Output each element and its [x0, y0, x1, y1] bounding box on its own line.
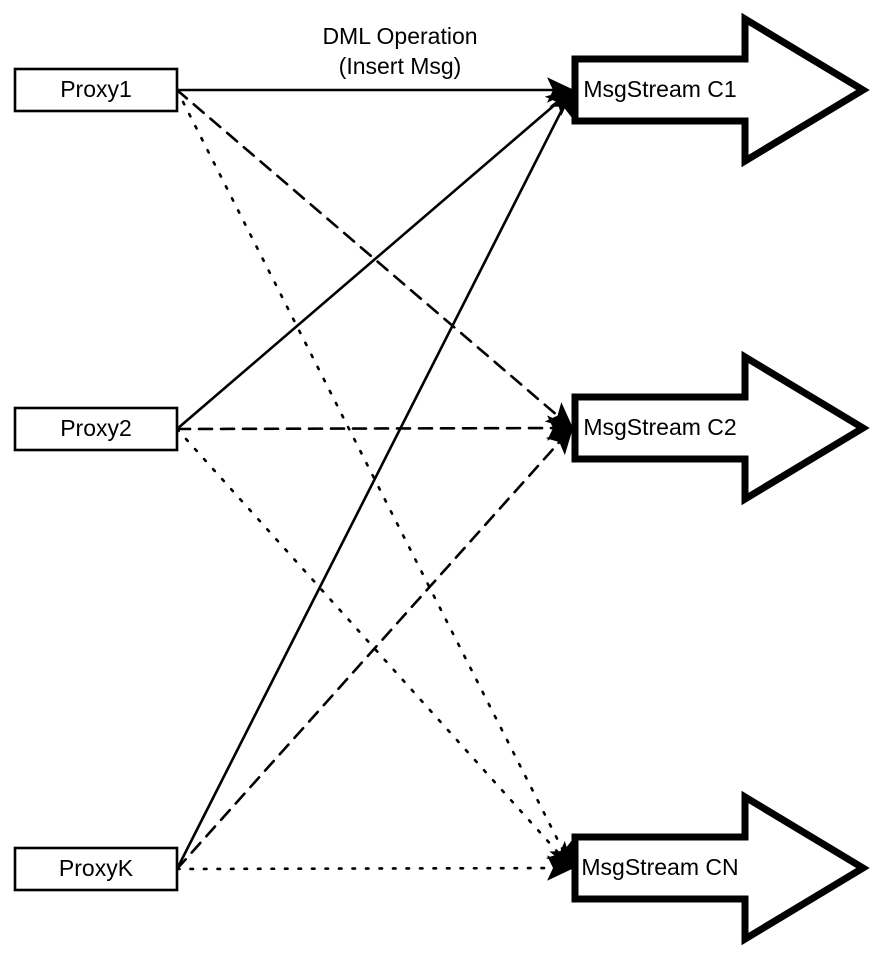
source-node-box — [13, 67, 179, 113]
source-node-box — [13, 406, 179, 452]
source-node-label: ProxyK — [59, 855, 134, 881]
source-node-box — [13, 846, 179, 892]
edge-proxy2-to-c1 — [176, 88, 574, 430]
edge-proxyK-to-c1 — [175, 88, 574, 870]
source-node-proxyK[interactable]: ProxyK — [13, 846, 179, 892]
source-node-label: Proxy2 — [60, 415, 132, 441]
msgstream-c1[interactable]: MsgStream C1 — [571, 12, 870, 168]
target-streams-layer: MsgStream C1 MsgStream C2 MsgStream CN — [571, 12, 870, 946]
source-node-proxy1[interactable]: Proxy1 — [13, 67, 179, 113]
edge-proxy2-to-c2 — [175, 415, 575, 441]
block-arrow-shape — [575, 790, 870, 946]
block-arrow-shape — [575, 12, 870, 168]
edge-caption-line1: DML Operation — [322, 23, 477, 49]
edge-proxyK-to-c2 — [175, 426, 574, 871]
msgstream-cn[interactable]: MsgStream CN — [571, 790, 870, 946]
edges-layer — [175, 77, 575, 881]
msgstream-c2[interactable]: MsgStream C2 — [571, 350, 870, 506]
edge-caption-line2: (Insert Msg) — [339, 53, 462, 79]
msgstream-label: MsgStream C2 — [583, 414, 736, 440]
block-arrow-shape — [575, 350, 870, 506]
source-node-label: Proxy1 — [60, 76, 132, 102]
msgstream-label: MsgStream C1 — [583, 76, 736, 102]
msgstream-label: MsgStream CN — [581, 854, 738, 880]
edge-proxyK-to-cn — [175, 855, 575, 881]
source-node-proxy2[interactable]: Proxy2 — [13, 406, 179, 452]
